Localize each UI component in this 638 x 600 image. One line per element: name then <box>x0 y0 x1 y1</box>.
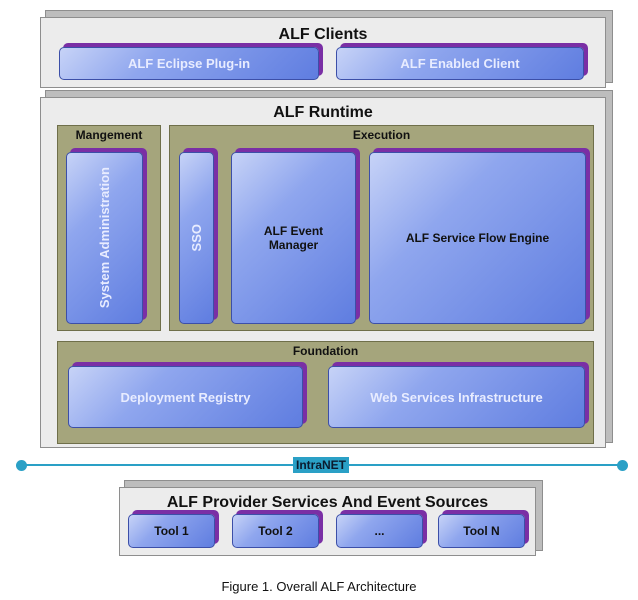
sso-box: SSO <box>179 152 214 324</box>
execution-panel: Execution SSO ALF Event Manager ALF Serv… <box>169 125 594 331</box>
web-services-infrastructure-box: Web Services Infrastructure <box>328 366 585 428</box>
tool-n-box: Tool N <box>438 514 525 548</box>
management-panel: Mangement System Administration <box>57 125 161 331</box>
provider-services-title: ALF Provider Services And Event Sources <box>166 494 489 511</box>
figure-caption: Figure 1. Overall ALF Architecture <box>221 579 417 594</box>
intranet-label: IntraNET <box>293 457 350 473</box>
intranet-right-node <box>617 460 628 471</box>
alf-enabled-client-box: ALF Enabled Client <box>336 47 584 80</box>
tool-1-box: Tool 1 <box>128 514 215 548</box>
foundation-title: Foundation <box>292 344 359 358</box>
alf-clients-title: ALF Clients <box>278 26 368 43</box>
sso-label: SSO <box>189 224 204 252</box>
system-administration-box: System Administration <box>66 152 143 324</box>
alf-event-manager-label: ALF Event Manager <box>263 224 324 252</box>
intranet-left-node <box>16 460 27 471</box>
alf-runtime-title: ALF Runtime <box>273 104 373 121</box>
alf-event-manager-box: ALF Event Manager <box>231 152 356 324</box>
alf-service-flow-engine-box: ALF Service Flow Engine <box>369 152 586 324</box>
alf-clients-layer: ALF Clients ALF Eclipse Plug-in ALF Enab… <box>40 17 606 88</box>
tool-ellipsis-box: ... <box>336 514 423 548</box>
management-title: Mangement <box>75 128 143 142</box>
provider-services-layer: ALF Provider Services And Event Sources … <box>119 487 536 556</box>
tool-2-box: Tool 2 <box>232 514 319 548</box>
system-administration-label: System Administration <box>97 167 112 309</box>
foundation-panel: Foundation Deployment Registry Web Servi… <box>57 341 594 444</box>
execution-title: Execution <box>352 128 411 142</box>
alf-eclipse-plugin-box: ALF Eclipse Plug-in <box>59 47 319 80</box>
alf-runtime-layer: ALF Runtime Mangement System Administrat… <box>40 97 606 448</box>
deployment-registry-box: Deployment Registry <box>68 366 303 428</box>
